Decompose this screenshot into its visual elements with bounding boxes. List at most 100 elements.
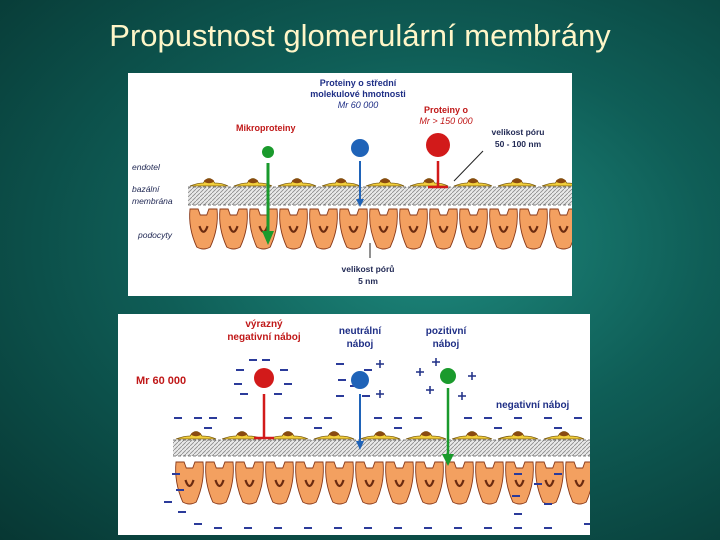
label-pore-size-top-2: 50 - 100 nm: [495, 139, 542, 149]
negative-charge-mark: [284, 383, 292, 385]
podocyte-cell: [265, 461, 294, 505]
endothelial-nucleus: [283, 431, 293, 437]
podocyte-nucleus: [454, 479, 465, 488]
podocyte-nucleus: [378, 225, 389, 233]
label-large-proteins-mr: Mr > 150 000: [419, 116, 472, 126]
negative-charge-mark: [204, 427, 212, 429]
negative-charge-mark: [514, 417, 522, 419]
podocyte-nucleus: [348, 225, 359, 233]
podocyte-cell: [355, 461, 384, 505]
podocyte-cell: [415, 461, 444, 505]
podocyte-cell: [219, 208, 248, 250]
podocyte-nucleus: [544, 479, 555, 488]
podocyte-cell: [565, 461, 590, 505]
podocyte-nucleus: [184, 479, 195, 488]
endothelial-nucleus: [191, 431, 201, 437]
label-mr: Mr 60 000: [136, 375, 186, 387]
negative-charge-mark: [234, 383, 242, 385]
endothelial-nucleus: [424, 178, 434, 184]
endothelium-layer: [189, 178, 572, 187]
basement-membrane: [188, 187, 572, 205]
endothelial-nucleus: [237, 431, 247, 437]
negative-charge-mark: [534, 483, 542, 485]
podocyte-nucleus: [558, 225, 569, 233]
positive-molecule: [440, 368, 456, 384]
podocyte-nucleus: [244, 479, 255, 488]
negative-charge-mark: [584, 523, 590, 525]
podocyte-cell: [459, 208, 488, 250]
negative-charge-mark: [414, 417, 422, 419]
podocyte-nucleus: [288, 225, 299, 233]
label-large-proteins-1: Proteiny o: [424, 105, 469, 115]
label-podocytes: podocyty: [137, 230, 173, 240]
microprotein-molecule: [262, 146, 274, 158]
podocyte-cell: [325, 461, 354, 505]
filtration-size-diagram: Proteiny o střední molekulové hmotnosti …: [128, 73, 572, 296]
endothelial-nucleus: [468, 178, 478, 184]
label-mid-proteins-1: Proteiny o střední: [320, 78, 397, 88]
negative-charge-mark: [164, 501, 172, 503]
podocyte-cell: [249, 208, 278, 250]
negative-charge-mark: [512, 495, 520, 497]
podocyte-cell: [519, 208, 548, 250]
podocyte-nucleus: [498, 225, 509, 233]
podocyte-nucleus: [364, 479, 375, 488]
podocyte-nucleus: [394, 479, 405, 488]
podocyte-cell: [489, 208, 518, 250]
negative-charge-mark: [494, 427, 502, 429]
endothelial-nucleus: [513, 431, 523, 437]
negative-charge-mark: [554, 473, 562, 475]
negative-molecule: [254, 368, 274, 388]
endothelial-nucleus: [467, 431, 477, 437]
negative-charge-mark: [374, 417, 382, 419]
label-basement-1: bazální: [132, 184, 161, 194]
negative-charge-mark: [174, 417, 182, 419]
label-microproteins: Mikroproteiny: [236, 123, 296, 133]
negative-charge-mark: [176, 489, 184, 491]
negative-charge-mark: [244, 527, 252, 529]
negative-charge-mark: [484, 417, 492, 419]
negative-charge-mark: [304, 527, 312, 529]
endothelial-nucleus: [329, 431, 339, 437]
podocyte-cell: [399, 208, 428, 250]
podocyte-cell: [205, 461, 234, 505]
endothelial-nucleus: [559, 431, 569, 437]
basement-membrane-charged: [173, 440, 590, 456]
label-positive-1: pozitivní: [426, 326, 468, 337]
podocyte-nucleus: [228, 225, 239, 233]
negative-charge-mark: [324, 417, 332, 419]
negative-charge-mark: [234, 417, 242, 419]
label-endotel: endotel: [132, 162, 161, 172]
endothelial-nucleus: [556, 178, 566, 184]
podocyte-cell: [429, 208, 458, 250]
label-pore-size-bottom-2: 5 nm: [358, 276, 378, 286]
slide-title: Propustnost glomerulární membrány: [109, 18, 611, 53]
podocyte-nucleus: [198, 225, 209, 233]
negative-charge-mark: [364, 527, 372, 529]
podocyte-cell: [505, 461, 534, 505]
podocyte-cell: [445, 461, 474, 505]
negative-charge-mark: [262, 359, 270, 361]
negative-charge-mark: [394, 427, 402, 429]
label-strong-negative-1: výrazný: [245, 319, 283, 330]
podocyte-cell: [175, 461, 204, 505]
label-strong-negative-2: negativní náboj: [227, 332, 301, 343]
negative-charge-mark: [484, 527, 492, 529]
endothelial-nucleus: [292, 178, 302, 184]
endothelial-nucleus: [336, 178, 346, 184]
label-neutral-2: náboj: [347, 339, 374, 350]
negative-charge-mark: [274, 527, 282, 529]
negative-charge-mark: [336, 363, 344, 365]
podocyte-nucleus: [318, 225, 329, 233]
podocyte-nucleus: [514, 479, 525, 488]
negative-charge-mark: [338, 379, 346, 381]
negative-charge-mark: [240, 393, 248, 395]
podocyte-nucleus: [214, 479, 225, 488]
endothelial-nucleus: [380, 178, 390, 184]
podocyte-layer: [189, 208, 572, 250]
negative-charge-mark: [514, 513, 522, 515]
podocyte-cell: [295, 461, 324, 505]
label-positive-2: náboj: [433, 339, 460, 350]
negative-charges: [164, 358, 590, 529]
large-protein-molecule: [426, 133, 450, 157]
